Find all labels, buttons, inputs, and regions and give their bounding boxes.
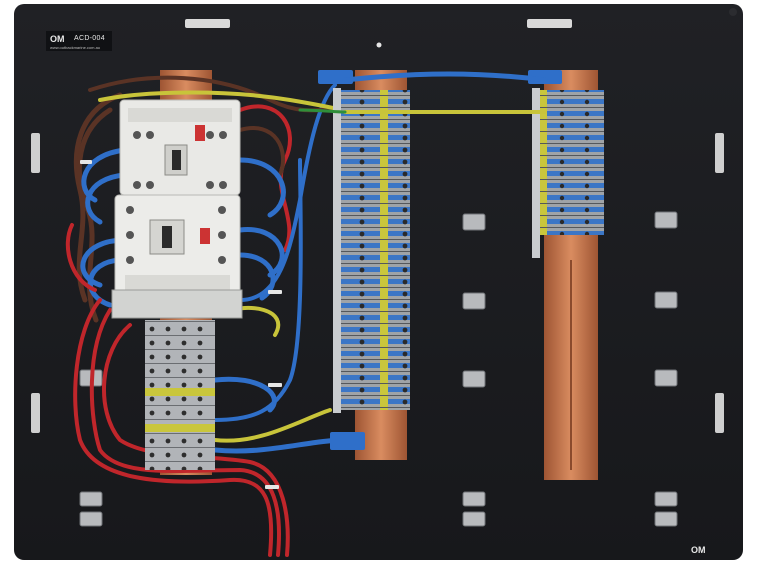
- board-logo: OM: [50, 34, 65, 44]
- spare-clips: [79, 211, 678, 527]
- corner-logo: OM: [691, 545, 706, 555]
- earth-terminal: [145, 388, 215, 396]
- corner-screw: [729, 8, 737, 16]
- terminal-strip-right-cover: [532, 88, 540, 258]
- wiring-harness: [65, 75, 352, 557]
- mounting-slot-left-lower: [31, 393, 40, 433]
- cable-ties: [80, 160, 282, 489]
- bridge-wires: [298, 71, 548, 115]
- terminal-strip-right: [540, 90, 604, 235]
- board-website: www.outbackmarine.com.au: [50, 45, 101, 50]
- mounting-slot-left-upper: [31, 133, 40, 173]
- mounting-slot-right-lower: [715, 393, 724, 433]
- contactor-upper: [119, 99, 241, 196]
- label-plate: [46, 31, 112, 51]
- contactor-base: [111, 289, 243, 319]
- terminal-strip-middle-cover: [333, 88, 341, 413]
- end-bracket-middle-bottom: [330, 432, 365, 450]
- mounting-slot-right-upper: [715, 133, 724, 173]
- contactor-lower: [114, 194, 241, 296]
- board-model-label: ACD-004: [74, 35, 105, 42]
- screw-hole: [376, 42, 382, 48]
- mounting-slot-top-right: [527, 19, 572, 28]
- mounting-slot-top-left: [185, 19, 230, 28]
- earth-terminal: [145, 424, 215, 432]
- terminal-strip-middle: [340, 90, 410, 410]
